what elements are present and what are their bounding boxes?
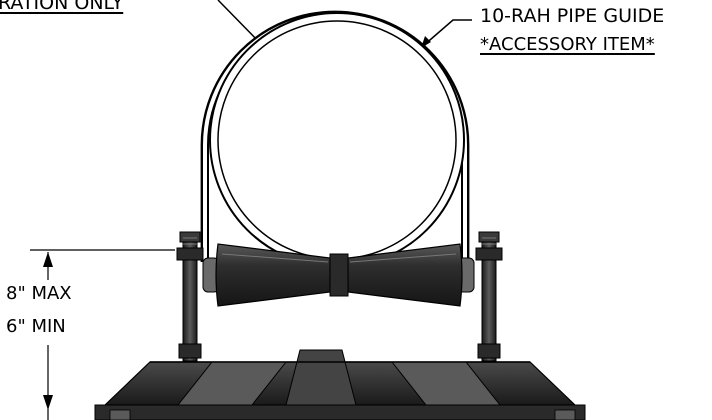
top-left-note: RATION ONLY bbox=[0, 0, 124, 14]
base-stand bbox=[94, 349, 586, 420]
roller bbox=[215, 243, 463, 307]
threaded-rod-right bbox=[475, 231, 503, 362]
threaded-rod-left bbox=[176, 231, 204, 362]
height-dimension bbox=[30, 249, 175, 420]
height-min-label: 6" MIN bbox=[6, 316, 66, 337]
pipe-guide-label: 10-RAH PIPE GUIDE bbox=[480, 5, 665, 27]
accessory-item-label: *ACCESSORY ITEM* bbox=[480, 34, 655, 55]
pipe bbox=[209, 12, 465, 268]
height-max-label: 8" MAX bbox=[6, 283, 72, 304]
leader-line-right bbox=[422, 19, 472, 47]
